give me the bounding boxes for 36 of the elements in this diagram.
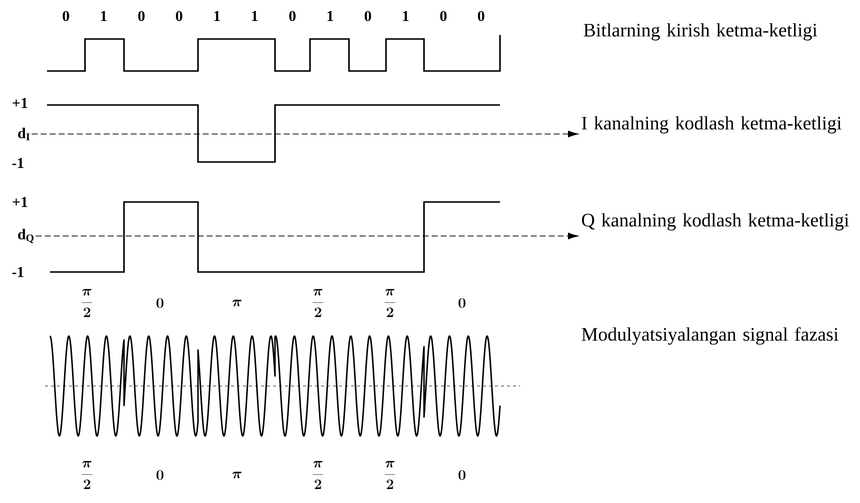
axis-label: d$_{Q}$ (18, 228, 34, 244)
phase-label: $0$ (458, 298, 466, 308)
text-label: Bitlarning kirish ketma-ketligi (584, 23, 818, 40)
arrow (31, 130, 578, 138)
text-label: I kanalning kodlash ketma-ketligi (582, 116, 842, 134)
level-label: -1 (12, 158, 24, 168)
phase-label: $\frac{\pi}{2}$ (312, 460, 324, 489)
level-label: +1 (12, 197, 28, 207)
bit-label: 0 (289, 10, 296, 22)
axis-label: d$_{I}$ (18, 128, 30, 140)
bit-label: 1 (214, 11, 220, 21)
bit-label: 0 (138, 10, 145, 22)
bit-label: 1 (328, 11, 334, 21)
phase-label: $0$ (156, 298, 164, 308)
phase-label: $\frac{\pi}{2}$ (384, 460, 396, 489)
phase-label: $\frac{\pi}{2}$ (82, 460, 92, 489)
phase-label: $0$ (156, 470, 164, 480)
text-label: Modulyatsiyalangan signal fazasi (582, 327, 838, 345)
bit-label: 1 (403, 11, 409, 21)
phase-label: $\frac{\pi}{2}$ (312, 288, 324, 318)
bit-label: 0 (478, 10, 484, 22)
phase-label: $0$ (458, 470, 466, 480)
bit-label: 1 (252, 11, 258, 21)
bit-label: 0 (440, 10, 447, 22)
bit-label: 0 (176, 10, 182, 22)
bit-label: 0 (364, 10, 372, 22)
phase-label: $\frac{\pi}{2}$ (384, 288, 396, 318)
text-label: Q kanalning kodlash ketma-ketligi (582, 213, 849, 230)
arrow (35, 232, 578, 240)
phase-label: $\pi$ (232, 300, 242, 306)
bit-label: 0 (62, 10, 70, 22)
phase-label: $\pi$ (232, 472, 242, 478)
phase-label: $\frac{\pi}{2}$ (82, 288, 92, 318)
level-label: +1 (12, 98, 28, 108)
level-label: -1 (12, 267, 24, 277)
bit-label: 1 (101, 11, 107, 21)
